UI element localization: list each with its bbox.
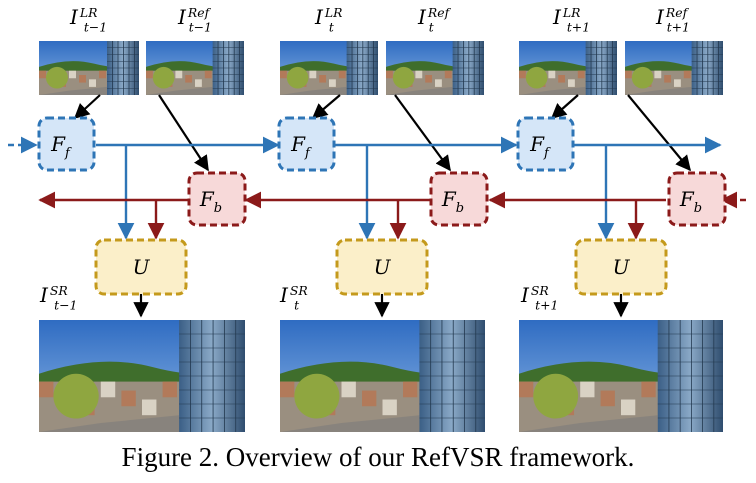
ref-image-2 <box>386 41 484 95</box>
lr-image-1 <box>39 41 139 95</box>
ref-to-backward-arrow-1 <box>158 94 209 172</box>
forward-node-3: Ff <box>516 116 575 172</box>
backward-node-3: Fb <box>667 171 727 227</box>
figure-caption: Figure 2. Overview of our RefVSR framewo… <box>121 442 635 472</box>
sr-image-2 <box>280 320 485 432</box>
svg-text:Ff: Ff <box>290 132 312 161</box>
lr-to-forward-arrow-2 <box>311 94 341 119</box>
backward-node-2: Fb <box>429 171 489 227</box>
upsample-node-2: U <box>335 238 429 296</box>
svg-text:Fb: Fb <box>679 187 702 216</box>
backward-node-1: Fb <box>187 171 247 227</box>
ref-image-1 <box>146 41 244 95</box>
sr-image-3 <box>519 320 723 432</box>
upsample-node-3: U <box>574 238 668 296</box>
svg-text:U: U <box>133 255 151 279</box>
lr-to-forward-arrow-3 <box>550 94 579 120</box>
forward-node-2: Ff <box>277 116 336 172</box>
ref-to-backward-arrow-3 <box>627 94 691 172</box>
svg-text:U: U <box>613 255 631 279</box>
svg-text:Ff: Ff <box>50 132 72 161</box>
ref-image-3 <box>625 41 723 95</box>
lr-image-3 <box>519 41 617 95</box>
svg-text:Fb: Fb <box>199 187 222 216</box>
sr-image-1 <box>39 320 245 432</box>
ref-to-backward-arrow-2 <box>394 94 451 172</box>
lr-to-forward-arrow-1 <box>73 94 101 120</box>
upsample-node-1: U <box>94 238 188 296</box>
svg-text:Fb: Fb <box>441 187 464 216</box>
forward-node-1: Ff <box>37 116 96 172</box>
svg-text:U: U <box>374 255 392 279</box>
svg-text:Ff: Ff <box>529 132 551 161</box>
lr-image-2 <box>280 41 378 95</box>
